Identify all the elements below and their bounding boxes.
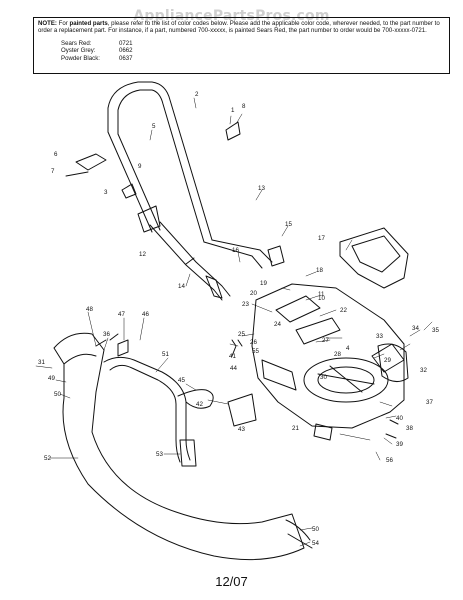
callout-32: 32 <box>420 367 427 374</box>
callout-5: 5 <box>152 123 156 130</box>
handle-hardware <box>65 121 285 267</box>
color-code-row: Oyster Grey: 0662 <box>61 47 133 54</box>
callout-31: 31 <box>38 359 45 366</box>
callout-16: 16 <box>232 247 239 254</box>
callout-53: 53 <box>156 451 163 458</box>
callout-18: 18 <box>316 267 323 274</box>
callout-3: 3 <box>104 189 108 196</box>
callout-9: 9 <box>138 163 142 170</box>
callout-43: 43 <box>238 426 245 433</box>
note-lead: For <box>56 20 70 27</box>
leader-lines <box>35 97 433 547</box>
callout-26: 26 <box>250 339 257 346</box>
callout-36: 36 <box>103 331 110 338</box>
callout-15: 15 <box>285 221 292 228</box>
callout-51: 51 <box>162 351 169 358</box>
callout-27: 27 <box>322 337 329 344</box>
callout-55: 55 <box>252 348 259 355</box>
note-body: , please refer to the list of color code… <box>38 20 440 35</box>
page-footer: 12/07 <box>215 574 248 589</box>
callout-34: 34 <box>412 325 419 332</box>
color-code-note: NOTE: For painted parts, please refer to… <box>33 17 450 74</box>
callout-54: 54 <box>312 540 319 547</box>
callout-37: 37 <box>426 399 433 406</box>
callout-40: 40 <box>396 415 403 422</box>
color-name: Oyster Grey: <box>61 47 96 55</box>
color-code: 0721 <box>119 40 133 47</box>
callout-49: 49 <box>48 375 55 382</box>
callout-2: 2 <box>195 91 199 98</box>
color-code-list: Sears Red: 0721 Oyster Grey: 0662 Powder B… <box>61 40 133 62</box>
lower-handle <box>149 221 273 301</box>
callout-11: 11 <box>318 291 325 298</box>
callout-52: 52 <box>44 455 51 462</box>
callout-4: 4 <box>346 345 350 352</box>
note-bold: painted parts <box>69 20 108 27</box>
callout-47: 47 <box>118 311 125 318</box>
color-code-row: Powder Black: 0637 <box>61 55 133 62</box>
callout-44: 44 <box>230 365 237 372</box>
color-name: Powder Black: <box>61 54 100 62</box>
callout-50b: 50 <box>312 526 319 533</box>
chute-cover <box>339 227 409 289</box>
collection-tube <box>53 332 313 561</box>
callout-45: 45 <box>178 377 185 384</box>
callout-56: 56 <box>386 457 393 464</box>
color-code: 0662 <box>119 47 133 55</box>
chute-housing <box>377 343 409 382</box>
callout-6: 6 <box>54 151 58 158</box>
callout-42: 42 <box>196 401 203 408</box>
callout-21: 21 <box>292 425 299 432</box>
callout-50a: 50 <box>54 391 61 398</box>
callout-20: 20 <box>250 290 257 297</box>
upper-handle <box>107 81 213 243</box>
watermark: AppliancePartsPros.com <box>133 8 330 24</box>
callout-7: 7 <box>51 168 55 175</box>
color-name: Sears Red: <box>61 40 92 47</box>
note-text: NOTE: For painted parts, please refer to… <box>38 20 445 35</box>
callout-1: 1 <box>231 107 235 114</box>
callout-12: 12 <box>139 251 146 258</box>
color-code: 0637 <box>119 54 133 62</box>
blower-deck <box>251 283 405 429</box>
callout-28: 28 <box>334 351 341 358</box>
callout-23: 23 <box>242 301 249 308</box>
callout-8: 8 <box>242 103 246 110</box>
callout-24: 24 <box>274 321 281 328</box>
note-prefix: NOTE: <box>38 20 57 27</box>
part-callouts: 1 2 3 4 5 6 7 8 9 10 11 12 13 14 15 16 1… <box>38 91 439 547</box>
vacuum-hose <box>103 356 197 467</box>
deck-hardware <box>95 333 399 441</box>
callout-46: 46 <box>142 311 149 318</box>
callout-33: 33 <box>376 333 383 340</box>
callout-39: 39 <box>396 441 403 448</box>
callout-19: 19 <box>260 280 267 287</box>
callout-10: 10 <box>318 295 325 302</box>
callout-29: 29 <box>384 357 391 364</box>
color-code-row: Sears Red: 0721 <box>61 40 133 47</box>
callout-41: 41 <box>229 353 236 360</box>
callout-48: 48 <box>86 306 93 313</box>
callout-30: 30 <box>320 374 327 381</box>
callout-22: 22 <box>340 307 347 314</box>
callout-13: 13 <box>258 185 265 192</box>
callout-35: 35 <box>432 327 439 334</box>
callout-25: 25 <box>238 331 245 338</box>
callout-14: 14 <box>178 283 185 290</box>
callout-38: 38 <box>406 425 413 432</box>
callout-17: 17 <box>318 235 325 242</box>
